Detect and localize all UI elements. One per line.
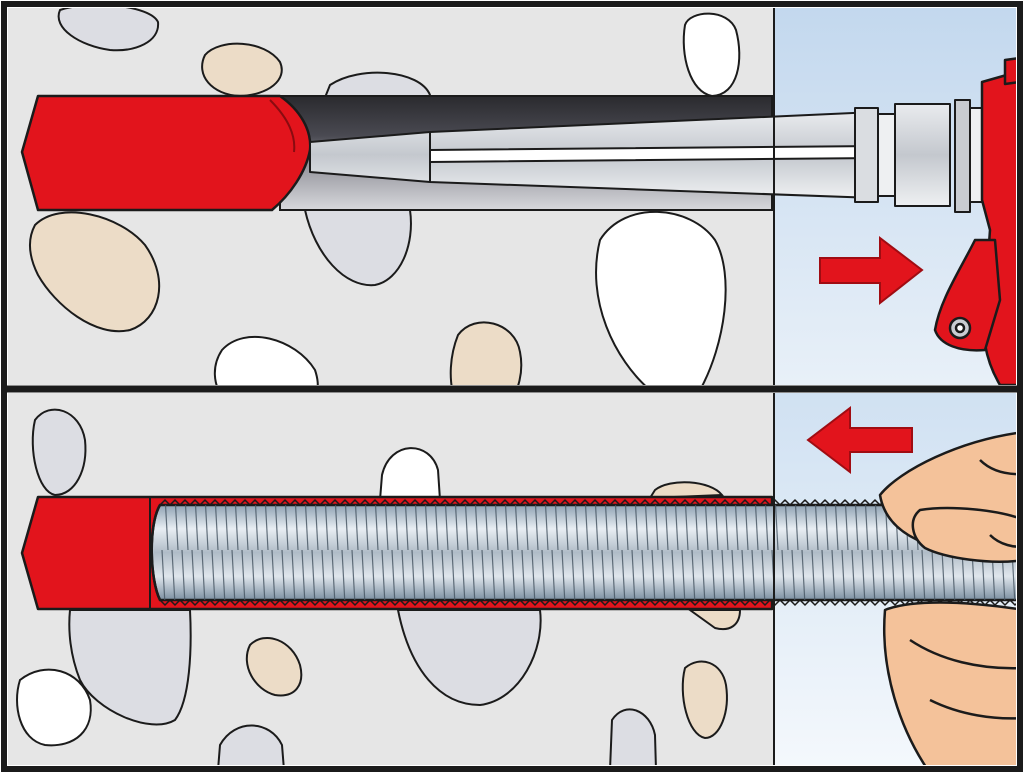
arrow-left-icon	[806, 405, 913, 475]
stone	[449, 321, 523, 385]
threaded-rod	[150, 498, 1016, 607]
stone	[31, 408, 87, 497]
panel-inject-mortar	[8, 8, 1016, 385]
stone	[213, 335, 319, 385]
stone	[57, 8, 160, 52]
stone	[303, 209, 412, 287]
injected-mortar	[20, 94, 312, 212]
injection-gun	[933, 57, 1016, 385]
stone	[245, 636, 303, 697]
stone	[217, 724, 285, 765]
panel-insert-threaded-rod	[8, 393, 1016, 765]
stone	[68, 609, 192, 726]
stone	[201, 42, 283, 98]
mortar-highlight	[269, 99, 296, 153]
hand	[878, 431, 1016, 765]
stone	[29, 211, 161, 333]
mixing-nozzle	[309, 99, 983, 213]
stone	[378, 447, 442, 501]
stone	[595, 210, 727, 385]
stone	[16, 668, 92, 747]
stone	[681, 660, 728, 740]
arrow-right-icon	[819, 235, 924, 306]
aggregate-stones	[29, 8, 741, 385]
stone	[682, 12, 741, 98]
stone	[648, 481, 725, 500]
mortar-end	[38, 496, 151, 610]
stone	[609, 708, 657, 765]
stone	[396, 609, 542, 707]
aggregate-stones	[16, 408, 742, 765]
